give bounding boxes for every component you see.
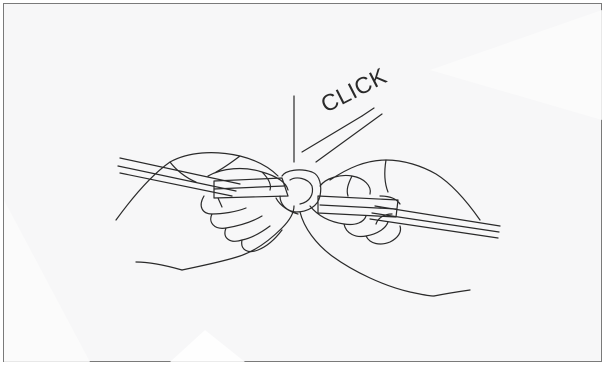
coupling-joint <box>276 170 321 214</box>
left-cable <box>118 158 240 196</box>
left-hand <box>116 153 294 270</box>
right-hand <box>300 160 480 296</box>
right-connector <box>318 196 398 217</box>
background-watermark <box>4 10 602 362</box>
left-connector <box>214 178 288 207</box>
right-cable <box>370 206 500 238</box>
click-label: CLICK <box>316 62 391 117</box>
